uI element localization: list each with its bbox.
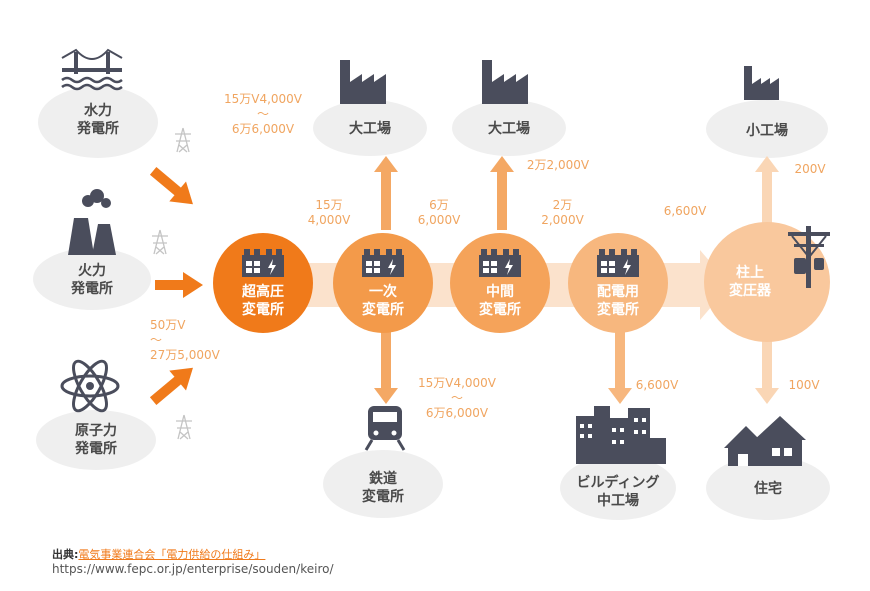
voltage-gen-to-super: 50万V 〜 27万5,000V: [150, 318, 220, 362]
arrow-dist-to-building: [608, 330, 632, 404]
super-high-substation-label: 超高圧 変電所: [242, 284, 284, 318]
super-high-substation: 超高圧 変電所: [213, 233, 313, 333]
primary-substation: 一次 変電所: [333, 233, 433, 333]
voltage-primary-to-rail: 15万V4,000V 〜 6万6,000V: [417, 376, 497, 420]
train-icon: [364, 406, 406, 451]
nuclear-plant-label: 原子力 発電所: [75, 423, 117, 457]
source-link[interactable]: 電気事業連合会「電力供給の仕組み」: [78, 548, 266, 561]
pylon-icon: [176, 414, 192, 440]
substation-icon: [362, 249, 404, 277]
house-label: 住宅: [754, 481, 782, 497]
distribution-substation: 配電用 変電所: [568, 233, 668, 333]
substation-icon: [479, 249, 521, 277]
source-credit: 出典:電気事業連合会「電力供給の仕組み」: [52, 546, 265, 562]
arrow-pole-to-house: [755, 330, 779, 404]
voltage-super-to-primary: 15万 4,000V: [307, 198, 351, 227]
arrow-primary-to-railway: [374, 330, 398, 404]
voltage-primary-to-mid: 6万 6,000V: [417, 198, 461, 227]
intermediate-substation-label: 中間 変電所: [479, 284, 521, 318]
substation-icon: [597, 249, 639, 277]
buildings-icon: [576, 406, 666, 464]
large-factory-2-label: 大工場: [488, 121, 530, 137]
intermediate-substation: 中間 変電所: [450, 233, 550, 333]
factory-icon: [340, 60, 386, 104]
distribution-substation-label: 配電用 変電所: [597, 284, 639, 318]
railway-substation-label: 鉄道 変電所: [362, 471, 404, 505]
pole-transformer-label: 柱上 変圧器: [729, 265, 771, 299]
primary-substation-label: 一次 変電所: [362, 284, 404, 318]
power-plant-icon: [68, 189, 116, 255]
arrow-hydro: [149, 167, 193, 205]
voltage-pole-to-small: 200V: [794, 162, 826, 176]
thermal-bubble: [33, 248, 151, 310]
house-icon: [724, 416, 806, 466]
pylon-icon: [152, 229, 168, 255]
nuclear-bubble: [36, 410, 156, 470]
arrow-primary-to-large-factory: [374, 156, 398, 230]
small-factory-label: 小工場: [746, 123, 788, 139]
pylon-icon: [175, 127, 191, 153]
atom-icon: [60, 359, 120, 413]
arrow-thermal: [155, 272, 203, 298]
voltage-pole-to-house: 100V: [788, 378, 820, 392]
voltage-mid-to-large: 2万2,000V: [526, 158, 590, 172]
voltage-dist-to-pole: 6,600V: [663, 204, 707, 218]
hydro-plant-label: 水力 発電所: [77, 103, 119, 137]
large-factory-1-bubble: [313, 100, 427, 156]
factory-icon: [744, 66, 779, 100]
hydro-bubble: [38, 86, 158, 158]
building-bubble: [560, 456, 676, 520]
large-factory-1-label: 大工場: [349, 121, 391, 137]
bridge-dam-icon: [61, 48, 123, 91]
arrow-pole-to-small-factory: [755, 156, 779, 230]
building-label: ビルディング 中工場: [576, 475, 660, 509]
arrow-nuclear: [149, 367, 193, 405]
arrow-mid-to-large-factory: [490, 156, 514, 230]
voltage-mid-to-dist: 2万 2,000V: [541, 198, 584, 227]
large-factory-2-bubble: [452, 100, 566, 156]
house-bubble: [706, 456, 830, 520]
pole-transformer: 柱上 変圧器: [704, 222, 830, 342]
railway-bubble: [323, 450, 443, 518]
substation-icon: [242, 249, 284, 277]
small-factory-bubble: [706, 100, 828, 158]
factory-icon: [482, 60, 528, 104]
source-url: https://www.fepc.or.jp/enterprise/souden…: [52, 562, 334, 576]
voltage-dist-to-building: 6,600V: [635, 378, 679, 392]
thermal-plant-label: 火力 発電所: [71, 263, 113, 297]
voltage-super-to-large: 15万V4,000V 〜 6万6,000V: [223, 92, 303, 136]
source-prefix: 出典:: [52, 548, 79, 561]
